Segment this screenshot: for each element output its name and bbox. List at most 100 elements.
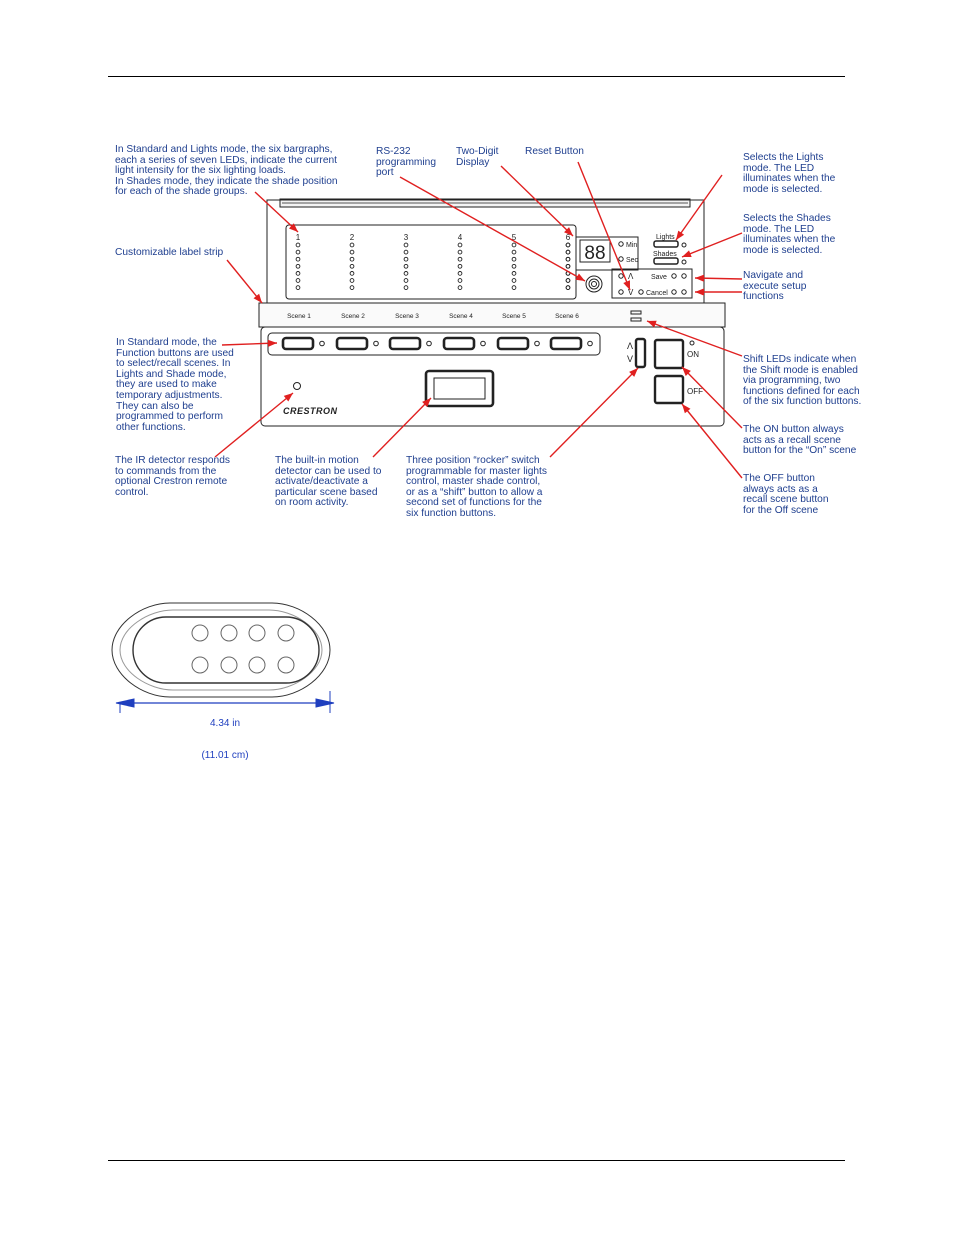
cancel-led — [681, 289, 687, 295]
callout-arrow-line — [226, 259, 263, 304]
bargraph-led — [511, 285, 517, 290]
bargraph-number: 1 — [296, 233, 301, 242]
min-led — [618, 241, 624, 247]
callout-shades: Selects the Shades mode. The LED illumin… — [743, 213, 836, 256]
shades-button[interactable] — [653, 257, 679, 265]
callout-arrow-head — [623, 280, 630, 290]
setup-window — [285, 224, 577, 300]
bargraph-numbers: 1 2 3 4 5 6 — [296, 233, 571, 242]
bargraph-led — [511, 271, 517, 276]
bargraph-led — [403, 278, 409, 283]
bargraph-led — [349, 242, 355, 248]
off-button[interactable] — [653, 374, 685, 405]
callout-arrow-line — [681, 232, 743, 258]
down-button[interactable]: V — [628, 288, 634, 297]
bargraph-led — [565, 242, 571, 248]
up-led — [618, 273, 624, 279]
up-button[interactable]: Λ — [628, 272, 634, 281]
top-view-hole — [220, 624, 238, 642]
lights-label: Lights — [656, 234, 675, 241]
keypad-body — [260, 326, 725, 427]
function-button[interactable] — [496, 336, 530, 351]
rocker-switch[interactable] — [634, 337, 647, 369]
bargraph-led — [565, 285, 571, 290]
function-button[interactable] — [442, 336, 476, 351]
dimension-line — [115, 691, 335, 713]
lights-button[interactable] — [653, 240, 679, 248]
lights-led — [681, 242, 687, 248]
callout-navigate: Navigate and execute setup functions — [743, 270, 807, 303]
callout-arrows — [214, 161, 743, 479]
callout-arrow-line — [214, 392, 294, 458]
cancel-label: Cancel — [646, 290, 668, 297]
function-buttons[interactable] — [281, 336, 593, 351]
callout-motion: The built-in motion detector can be used… — [275, 455, 382, 509]
top-view-hole — [191, 624, 209, 642]
function-button[interactable] — [335, 336, 369, 351]
callout-arrow-line — [372, 397, 432, 458]
callout-arrow-head — [695, 274, 705, 282]
callout-arrow-head — [575, 273, 585, 281]
bargraph-number: 4 — [458, 233, 463, 242]
save-label: Save — [651, 274, 667, 281]
function-button[interactable] — [281, 336, 315, 351]
top-view-slot — [132, 616, 320, 684]
callout-rocker: Three position “rocker” switch programma… — [406, 455, 547, 519]
callout-arrow-line — [675, 174, 723, 241]
callout-arrow-line — [221, 342, 278, 346]
callout-bargraphs: In Standard and Lights mode, the six bar… — [115, 144, 338, 198]
header-rule — [108, 76, 845, 77]
callout-arrow-line — [646, 320, 743, 357]
callout-lights: Selects the Lights mode. The LED illumin… — [743, 152, 836, 195]
sec-label: Sec — [626, 257, 639, 264]
scene-label: Scene 1 — [287, 313, 311, 320]
callout-arrow-head — [288, 223, 298, 232]
rocker-down-symbol: V — [627, 354, 633, 364]
bargraph-number: 2 — [350, 233, 355, 242]
bargraph-led — [295, 256, 301, 262]
bargraph-led — [457, 285, 463, 290]
callout-reset: Reset Button — [525, 146, 584, 157]
callout-arrow-head — [695, 288, 704, 296]
scene-label: Scene 2 — [341, 313, 365, 320]
callout-label-strip: Customizable label strip — [115, 247, 224, 258]
callout-arrow-head — [422, 398, 431, 407]
bargraph-led — [457, 249, 463, 255]
bargraph-led — [349, 263, 355, 269]
bargraph-led — [349, 271, 355, 276]
bargraph-number: 6 — [566, 233, 571, 242]
reset-button[interactable] — [638, 289, 644, 295]
motion-detector — [424, 369, 495, 408]
top-view-hole — [248, 656, 266, 674]
bargraph-number: 3 — [404, 233, 409, 242]
function-led — [319, 340, 325, 347]
callout-arrow-head — [564, 227, 573, 236]
save-button[interactable] — [671, 273, 677, 279]
callout-arrow-head — [682, 404, 691, 414]
callout-rs232: RS-232 programming port — [376, 146, 437, 179]
function-button[interactable] — [388, 336, 422, 351]
scene-label: Scene 4 — [449, 313, 473, 320]
bargraph-led — [349, 256, 355, 262]
two-digit-display — [579, 239, 611, 263]
scene-label: Scene 5 — [502, 313, 526, 320]
function-button[interactable] — [549, 336, 583, 351]
top-view-hole — [220, 656, 238, 674]
bargraph-led — [403, 242, 409, 248]
cancel-button[interactable] — [671, 289, 677, 295]
bargraph-led — [565, 256, 571, 262]
function-led — [480, 340, 486, 347]
bargraph-led — [403, 256, 409, 262]
callout-arrow-line — [549, 367, 639, 458]
function-led — [373, 340, 379, 347]
callout-arrow-line — [681, 403, 743, 479]
shades-label: Shades — [653, 251, 677, 258]
scene-label: Scene 6 — [555, 313, 579, 320]
bargraph-led — [295, 271, 301, 276]
callout-arrow-head — [253, 293, 262, 303]
callout-on-button: The ON button always acts as a recall sc… — [743, 424, 857, 457]
save-led — [681, 273, 687, 279]
bargraph-led — [349, 278, 355, 283]
callout-off-button: The OFF button always acts as a recall s… — [743, 473, 829, 516]
on-button[interactable] — [653, 338, 685, 370]
